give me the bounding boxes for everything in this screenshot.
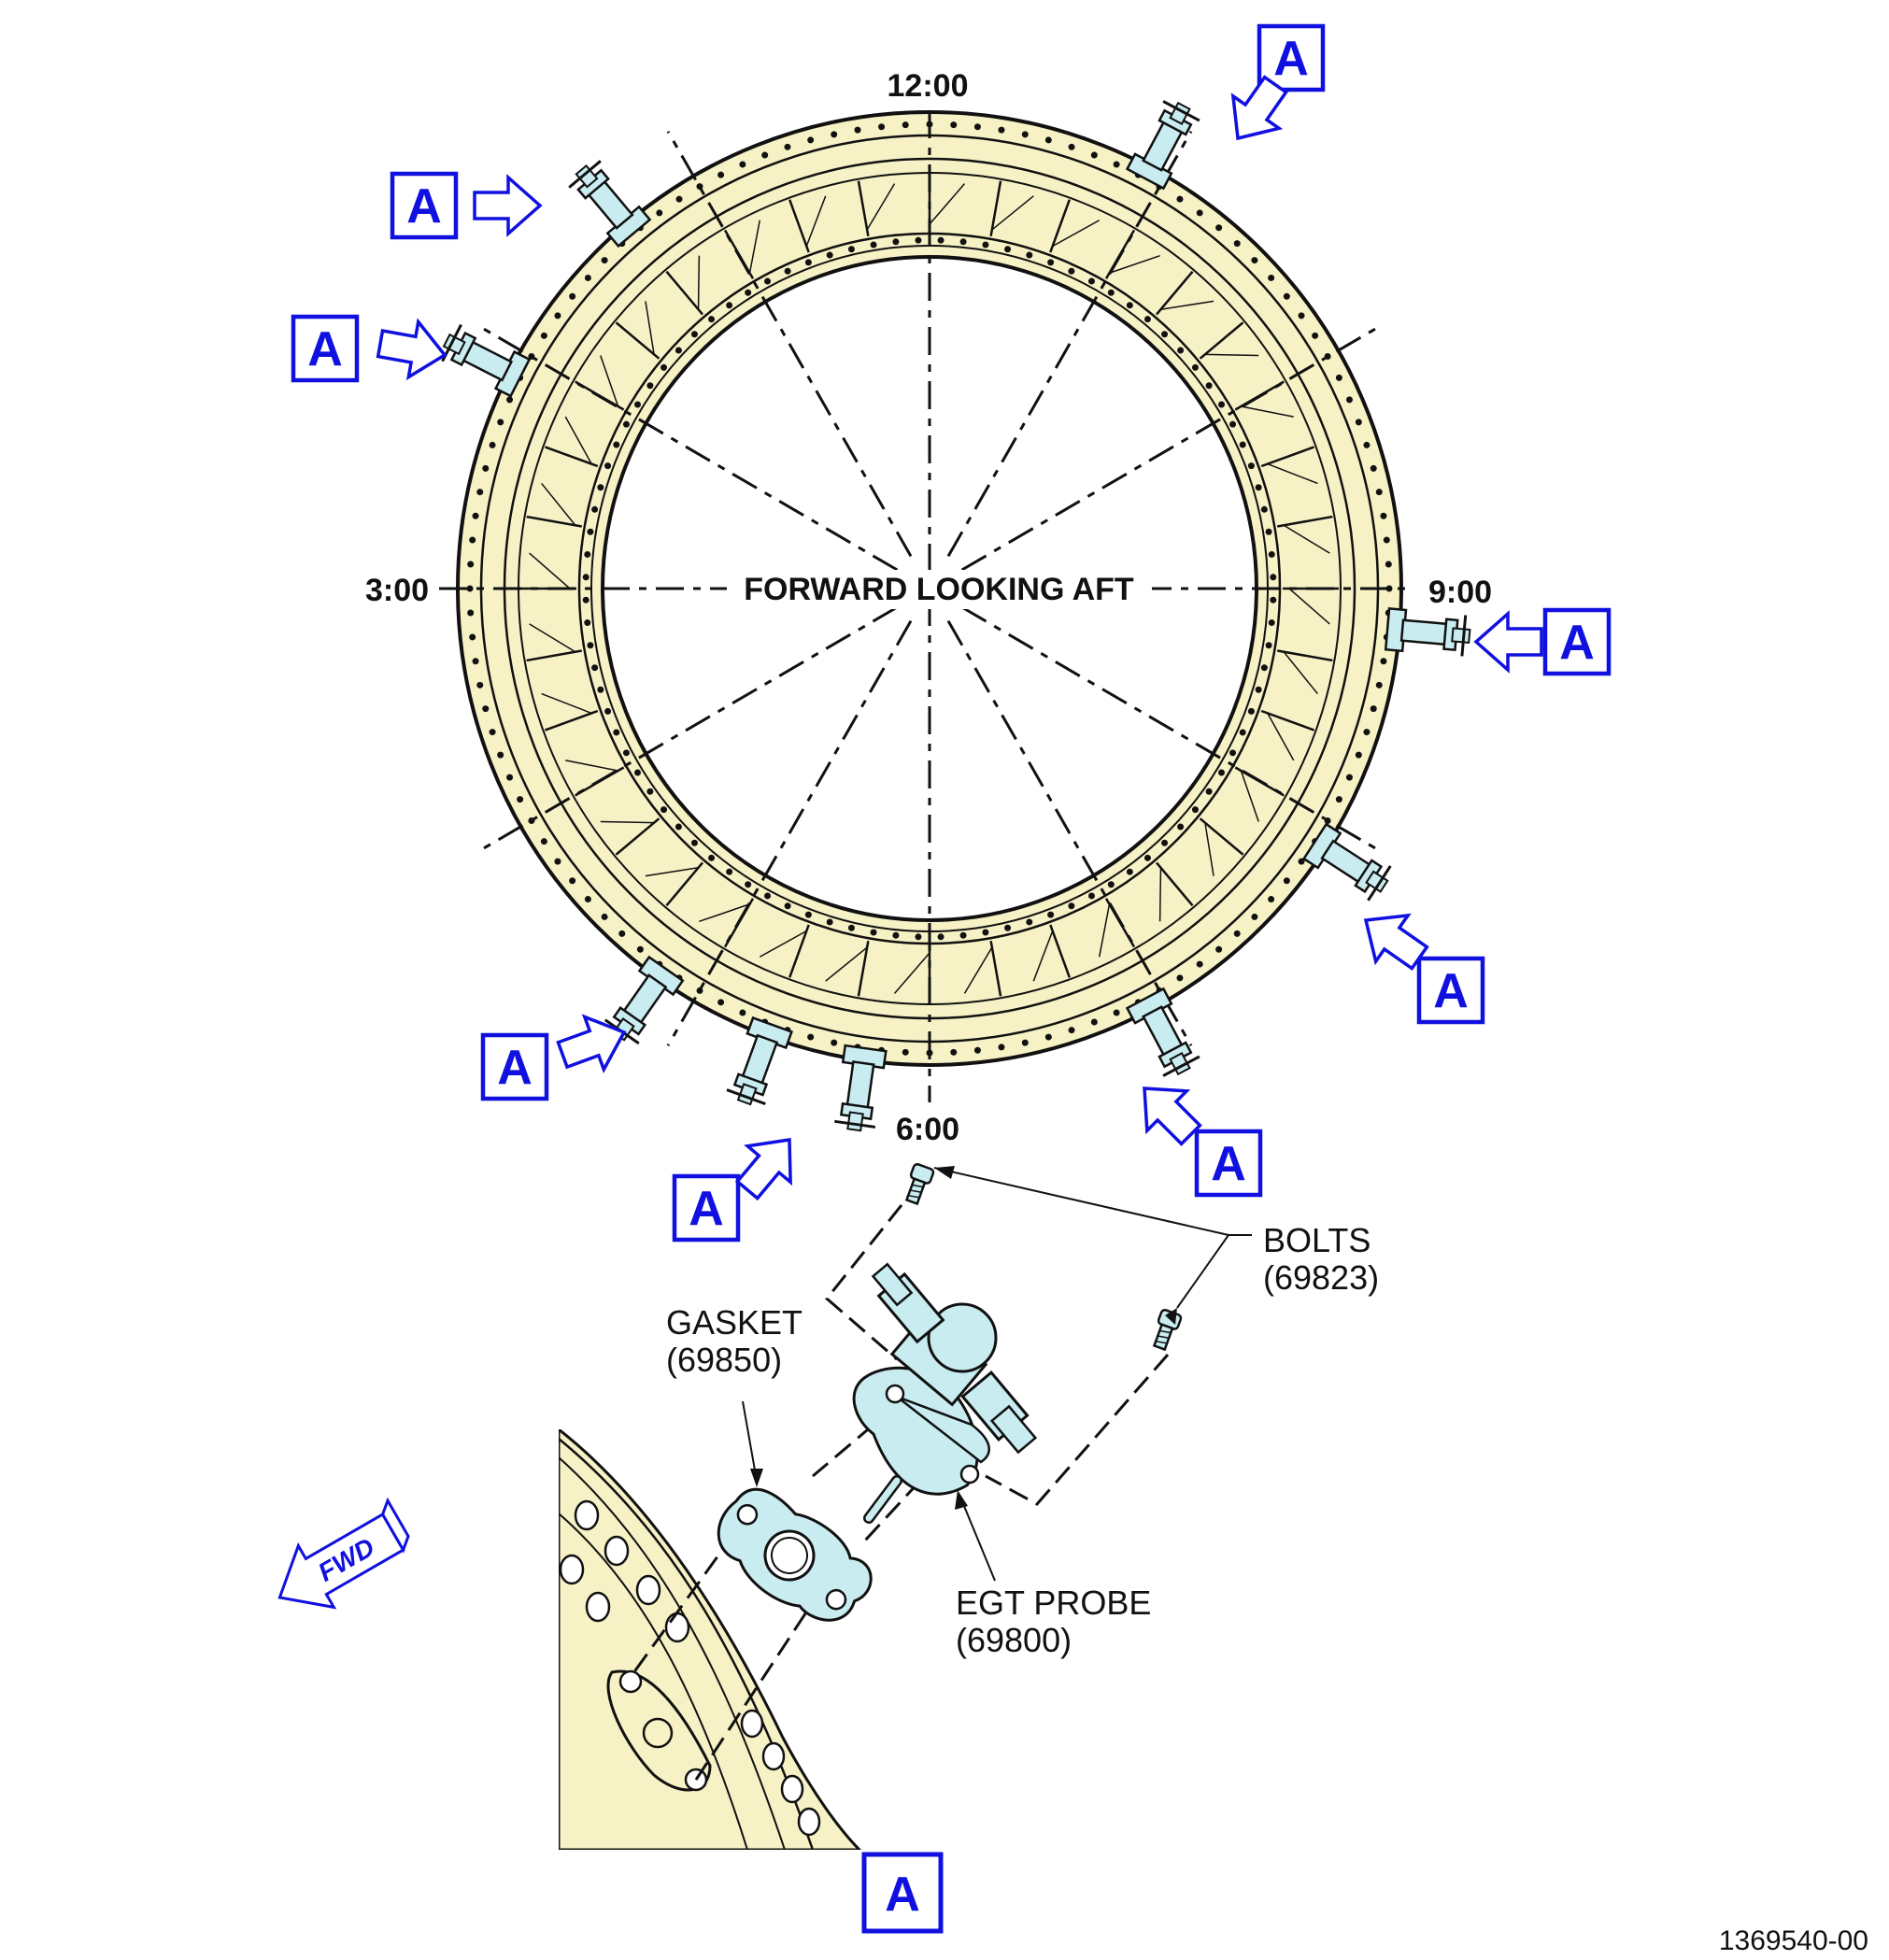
- view-a-marker: A: [291, 314, 360, 383]
- egt-probe: [1125, 987, 1200, 1077]
- view-a-arrow: [1143, 1087, 1202, 1146]
- figure-number: 1369540-00: [1719, 1925, 1868, 1956]
- egt-probe: [834, 1044, 888, 1132]
- gasket-label: GASKET: [666, 1303, 802, 1342]
- view-a-arrow: [1363, 913, 1429, 972]
- bolt-upper: [904, 1162, 935, 1206]
- leader-lines: [742, 1167, 1252, 1582]
- clock-label-12: 12:00: [888, 68, 969, 104]
- clock-label-9: 9:00: [1428, 575, 1492, 610]
- gasket: [717, 1487, 873, 1622]
- fwd-arrow: FWD: [277, 1497, 410, 1610]
- svg-text:A: A: [307, 322, 343, 376]
- bolts-label: BOLTS: [1263, 1221, 1371, 1259]
- detail-a-marker: A: [861, 1852, 944, 1934]
- view-a-marker: A: [672, 1173, 741, 1243]
- svg-text:A: A: [689, 1182, 724, 1236]
- view-a-arrow: [376, 318, 447, 381]
- egt-probe: [441, 323, 532, 398]
- egt-probe-detail: [852, 1262, 1038, 1524]
- view-a-marker: A: [1542, 607, 1612, 676]
- egt-probe-label: EGT PROBE: [956, 1584, 1151, 1622]
- leader-arrowheads: [750, 1166, 1177, 1510]
- gasket-part-number: (69850): [666, 1341, 782, 1379]
- detail-a-view: BOLTS (69823) GASKET (69850) EGT PROBE (…: [559, 1162, 1379, 1934]
- title-backdrop: [727, 570, 1152, 609]
- view-a-marker: A: [1194, 1129, 1263, 1198]
- view-a-marker: A: [480, 1032, 549, 1101]
- view-a-arrow: [1473, 610, 1543, 674]
- view-a-arrow: [1230, 75, 1289, 141]
- svg-text:A: A: [497, 1041, 533, 1095]
- svg-text:A: A: [1433, 964, 1469, 1018]
- egt-probe: [1384, 607, 1471, 657]
- egt-probe: [568, 160, 652, 249]
- view-title: FORWARD LOOKING AFT: [744, 572, 1134, 607]
- clock-label-6: 6:00: [896, 1112, 959, 1147]
- view-a-marker: A: [390, 171, 459, 240]
- view-a-marker: A: [1416, 956, 1485, 1025]
- clock-label-3: 3:00: [365, 573, 429, 608]
- svg-text:A: A: [1559, 616, 1595, 670]
- svg-text:A: A: [1211, 1137, 1246, 1191]
- view-a-arrow: [734, 1137, 792, 1201]
- svg-text:A: A: [1273, 32, 1309, 86]
- view-a-arrow: [473, 174, 543, 237]
- svg-text:A: A: [406, 179, 442, 234]
- egt-probe: [1301, 822, 1392, 902]
- view-a-markers: A A A A A A A A: [291, 23, 1612, 1243]
- view-a-arrow: [556, 1014, 627, 1074]
- egt-probe: [726, 1016, 794, 1106]
- svg-text:A: A: [885, 1868, 920, 1922]
- egt-probe-part-number: (69800): [956, 1621, 1072, 1659]
- bolts-part-number: (69823): [1263, 1258, 1379, 1297]
- case-section-detail: [559, 1429, 862, 1850]
- egt-probe: [1125, 100, 1200, 191]
